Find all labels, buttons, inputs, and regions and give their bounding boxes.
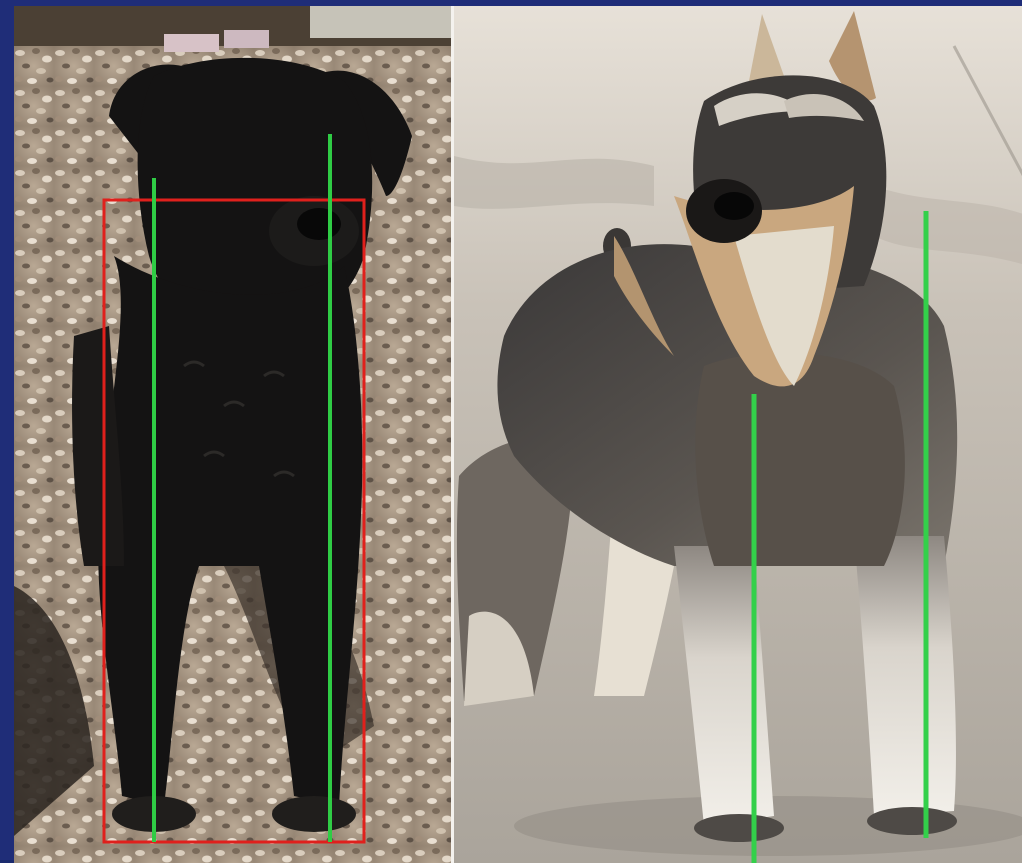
right-photo-panel — [454, 6, 1022, 863]
left-photo-panel — [14, 6, 451, 863]
comparison-image — [14, 6, 1022, 863]
panel-divider — [451, 6, 454, 863]
schnauzer-dog — [456, 11, 958, 842]
black-terrier-dog — [72, 57, 412, 832]
red-bounding-box — [102, 198, 366, 844]
